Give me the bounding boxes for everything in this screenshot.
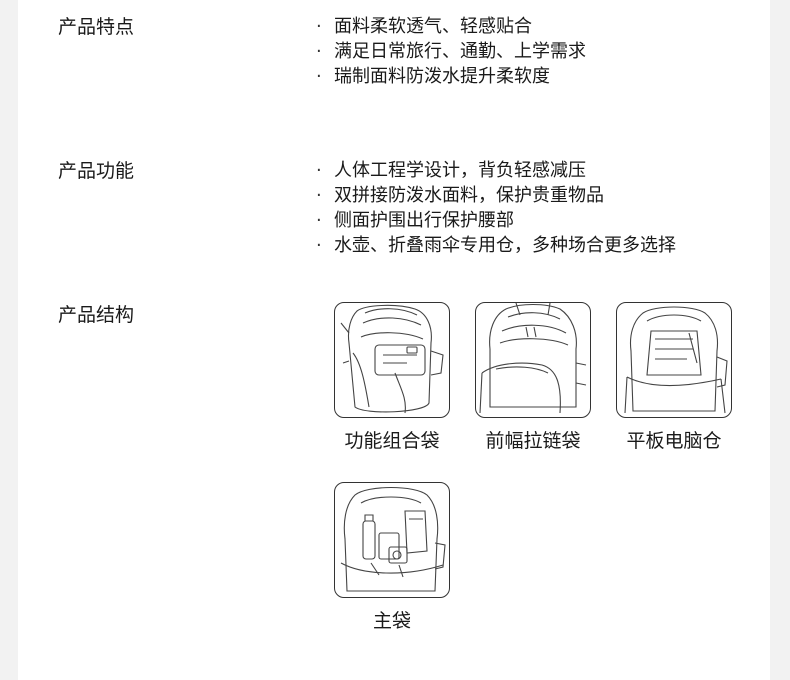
structure-tile-main-pocket: 主袋 [334,482,452,634]
bullet-dot: · [316,235,322,256]
bullet-dot: · [316,16,322,37]
tile-caption: 平板电脑仓 [626,430,722,452]
backpack-main-pocket-illustration-icon [334,482,450,598]
functions-title: 产品功能 [58,160,135,182]
tile-caption: 前幅拉链袋 [485,430,581,452]
product-detail-page: 产品特点 · 面料柔软透气、轻感贴合 · 满足日常旅行、通勤、上学需求 · 瑞制面料防… [18,0,770,680]
backpack-function-pocket-illustration-icon [334,302,450,418]
features-list: · 面料柔软透气、轻感贴合 · 满足日常旅行、通勤、上学需求 · 瑞制面料防泼水提升柔… [316,14,586,89]
backpack-tablet-compartment-illustration-icon [616,302,732,418]
list-item: · 面料柔软透气、轻感贴合 [316,14,586,39]
tile-caption: 功能组合袋 [344,430,440,452]
bullet-dot: · [316,160,322,181]
feature-text: 面料柔软透气、轻感贴合 [334,16,532,37]
list-item: · 满足日常旅行、通勤、上学需求 [316,39,586,64]
list-item: · 双拼接防泼水面料，保护贵重物品 [316,183,676,208]
structure-tile-function-pocket: 功能组合袋 [334,302,452,454]
list-item: · 侧面护围出行保护腰部 [316,208,676,233]
features-title: 产品特点 [58,16,135,38]
feature-text: 瑞制面料防泼水提升柔软度 [334,66,550,87]
list-item: · 人体工程学设计，背负轻感减压 [316,158,676,183]
feature-text: 满足日常旅行、通勤、上学需求 [334,41,586,62]
function-text: 人体工程学设计，背负轻感减压 [334,160,586,181]
function-text: 侧面护围出行保护腰部 [334,210,514,231]
structure-tile-front-zip-pocket: 前幅拉链袋 [475,302,593,454]
structure-title: 产品结构 [58,304,135,326]
function-text: 水壶、折叠雨伞专用仓，多种场合更多选择 [334,235,676,256]
bullet-dot: · [316,41,322,62]
list-item: · 瑞制面料防泼水提升柔软度 [316,64,586,89]
backpack-front-zip-pocket-illustration-icon [475,302,591,418]
tile-caption: 主袋 [372,610,411,632]
list-item: · 水壶、折叠雨伞专用仓，多种场合更多选择 [316,233,676,258]
structure-tile-tablet-compartment: 平板电脑仓 [616,302,734,454]
bullet-dot: · [316,66,322,87]
bullet-dot: · [316,210,322,231]
functions-list: · 人体工程学设计，背负轻感减压 · 双拼接防泼水面料，保护贵重物品 · 侧面护围出行… [316,158,676,258]
bullet-dot: · [316,185,322,206]
function-text: 双拼接防泼水面料，保护贵重物品 [334,185,604,206]
